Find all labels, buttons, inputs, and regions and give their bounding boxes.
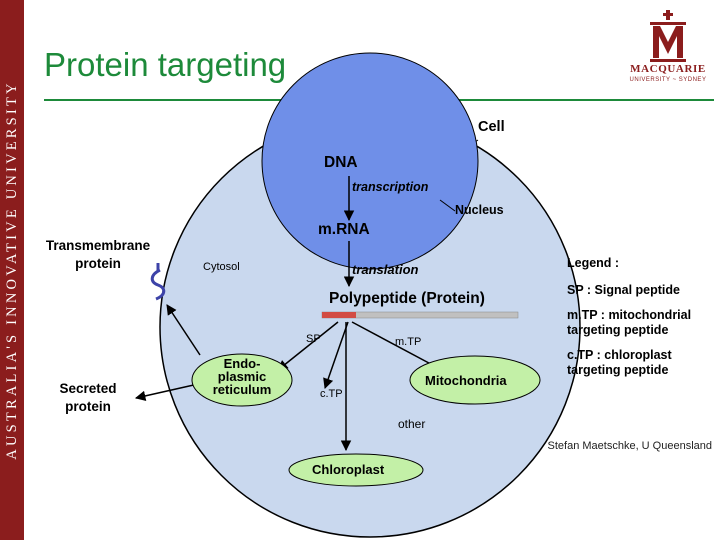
- legend-heading: Legend :: [567, 256, 620, 270]
- ctp-to-cytosol-arrow: [323, 321, 349, 389]
- mitochondria-label: Mitochondria: [425, 373, 507, 388]
- credit-line: Stefan Maetschke, U Queensland: [547, 440, 712, 452]
- logo-subtitle: UNIVERSITY ~ SYDNEY: [629, 77, 707, 83]
- translation-label: translation: [352, 262, 419, 277]
- mtp-label: m.TP: [395, 336, 422, 348]
- mtp-to-mito-arrow: [351, 321, 443, 371]
- mitochondria-organelle: [409, 355, 541, 405]
- polypeptide-label: Polypeptide (Protein): [329, 290, 485, 307]
- transcription-label: transcription: [352, 180, 429, 194]
- chloroplast-label: Chloroplast: [312, 462, 385, 477]
- other-label: other: [398, 417, 426, 431]
- mrna-label: m.RNA: [318, 221, 370, 238]
- page-title: Protein targeting: [44, 46, 287, 83]
- chloroplast-organelle: [288, 453, 424, 487]
- macquarie-logo: MACQUARIE UNIVERSITY ~ SYDNEY: [620, 8, 716, 92]
- ctp-label: c.TP: [320, 388, 343, 400]
- er-organelle: [191, 353, 293, 407]
- er-label: Endo- plasmic reticulum: [212, 356, 272, 397]
- secreted-label: Secreted protein: [59, 381, 117, 415]
- crest-icon: [650, 10, 686, 62]
- nucleus: [261, 52, 479, 270]
- legend: Legend : SP : Signal peptide m.TP : mito…: [567, 256, 717, 378]
- er-to-membrane-arrow: [166, 304, 201, 356]
- logo-wordmark: MACQUARIE: [630, 63, 706, 75]
- transmembrane-protein-icon: [150, 263, 166, 301]
- legend-item: c.TP : chloroplast targeting peptide: [567, 348, 672, 377]
- legend-item: m.TP : mitochondrial targeting peptide: [567, 308, 692, 337]
- side-banner: AUSTRALIA'S INNOVATIVE UNIVERSITY: [0, 0, 24, 540]
- dna-label: DNA: [324, 154, 358, 171]
- cell-label: Cell: [478, 119, 505, 135]
- legend-item: SP : Signal peptide: [567, 283, 680, 297]
- sp-label: SP: [306, 333, 321, 345]
- sp-to-er-arrow: [277, 321, 339, 371]
- nucleus-label-leader: [439, 199, 456, 212]
- signal-peptide-segment: [322, 312, 356, 318]
- transmembrane-label: Transmembrane protein: [45, 238, 151, 272]
- cytosol-label: Cytosol: [203, 261, 240, 273]
- nucleus-label: Nucleus: [455, 203, 504, 217]
